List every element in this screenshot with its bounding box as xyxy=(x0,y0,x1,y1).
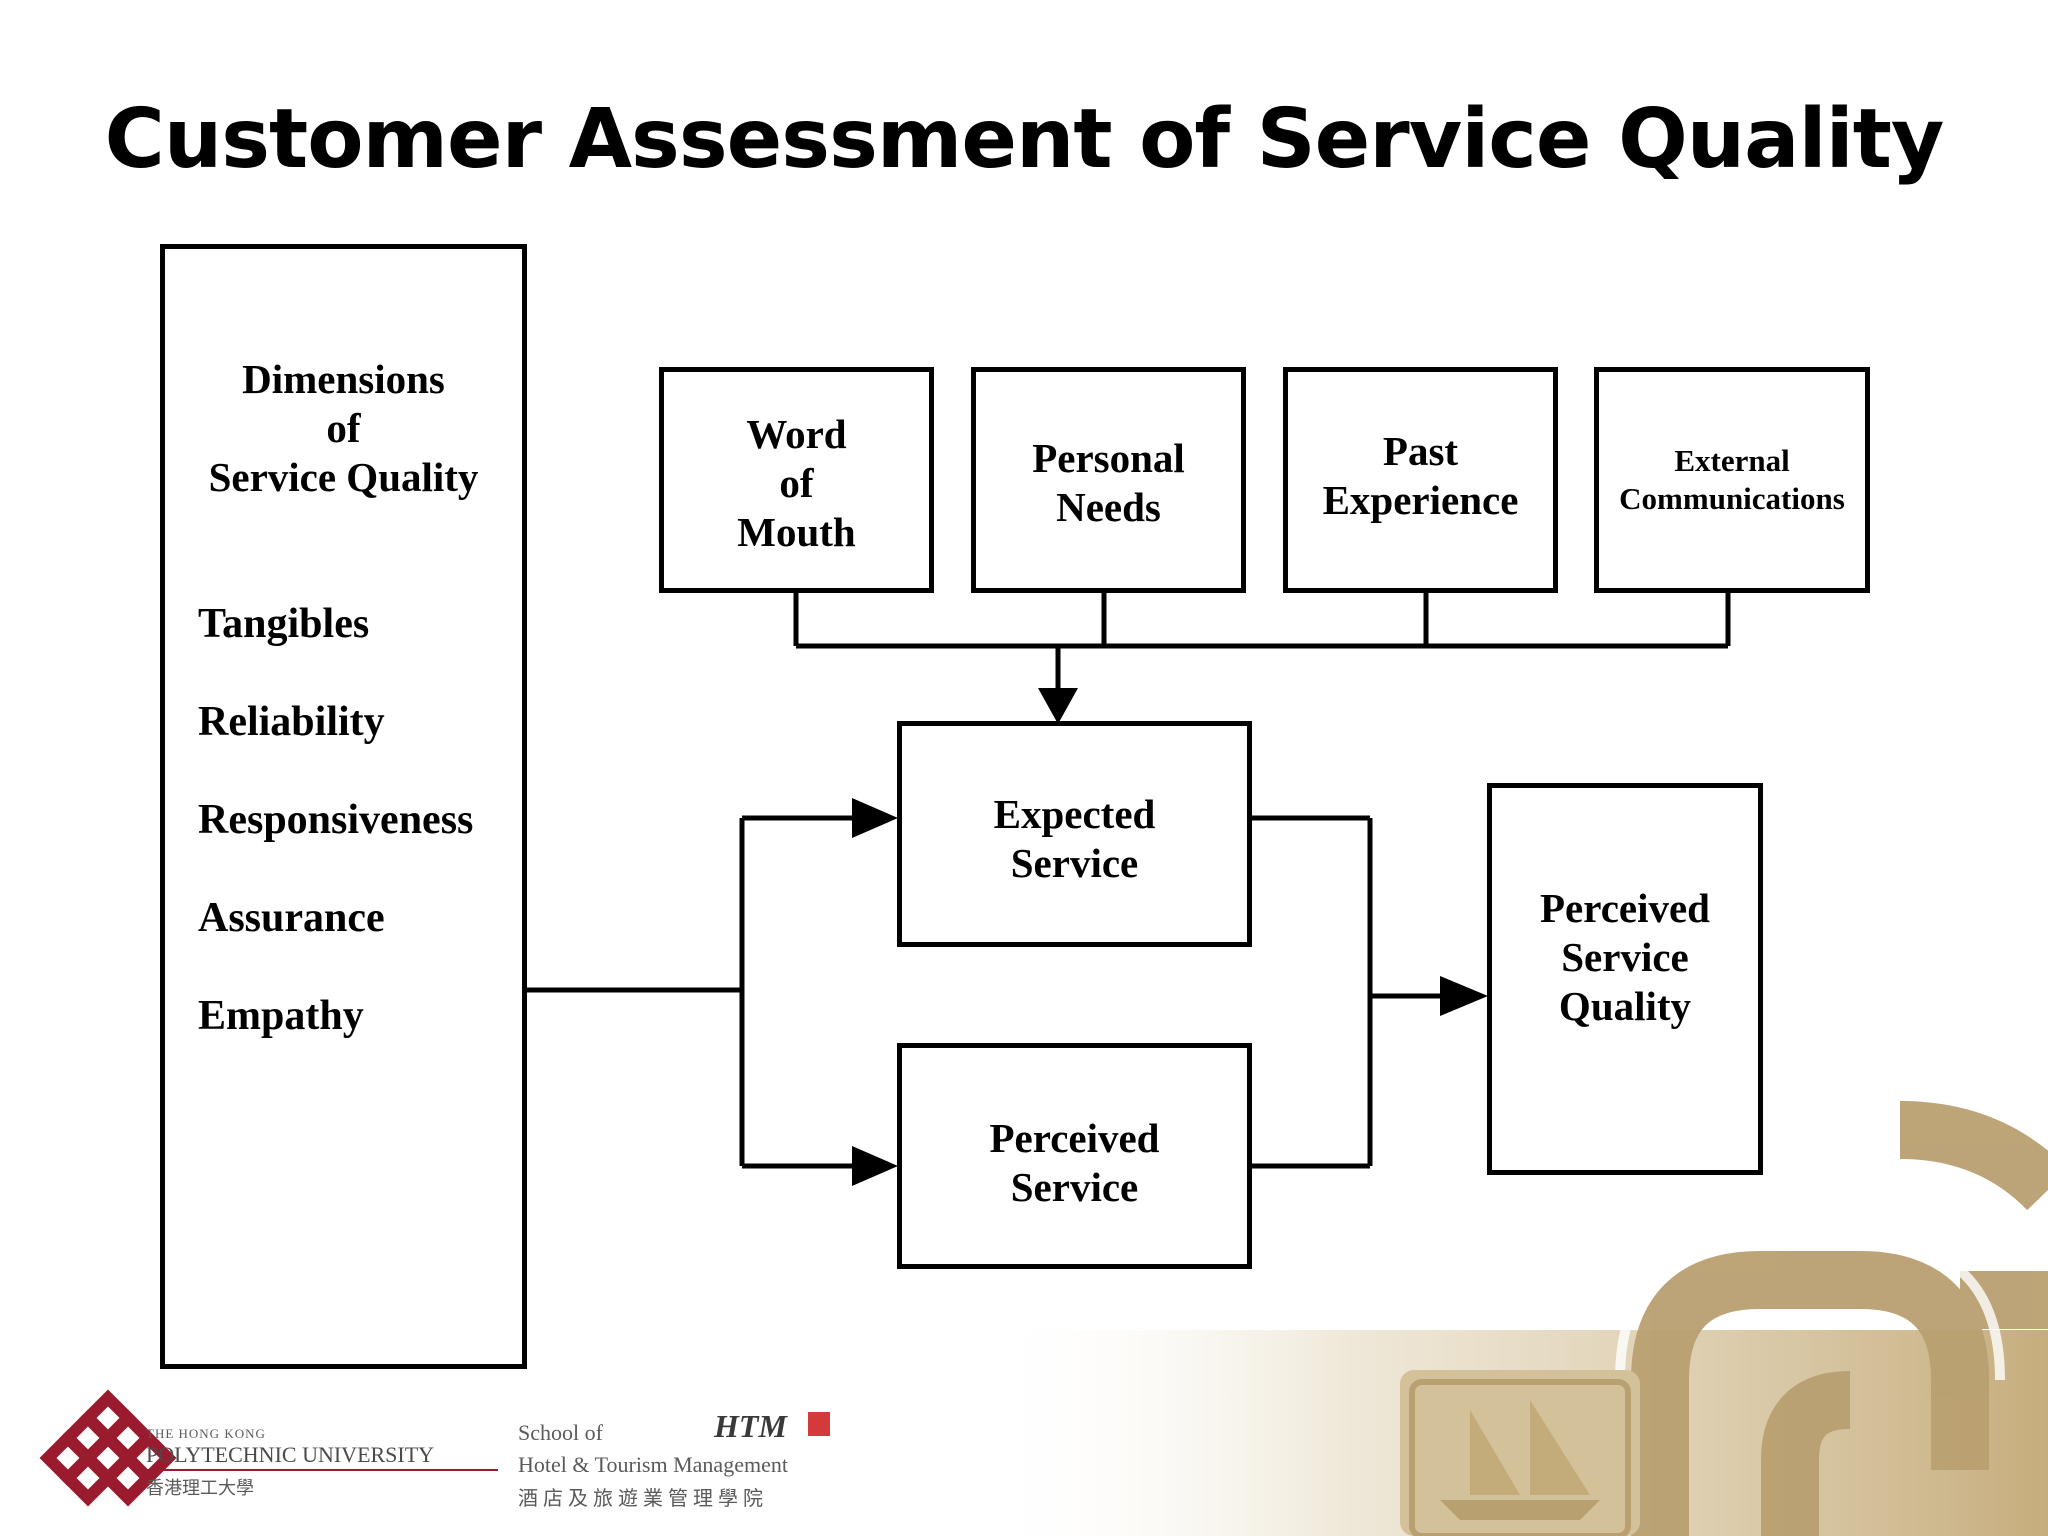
watermark-logo xyxy=(1631,1101,2048,1536)
school-line-1: School of xyxy=(518,1420,603,1445)
source-label-past-experience: Past Experience xyxy=(1322,428,1519,523)
source-label-word-of-mouth: Word of Mouth xyxy=(737,411,856,555)
polyu-logo-icon xyxy=(39,1389,177,1507)
university-small-caption: THE HONG KONG xyxy=(146,1426,266,1441)
arrow-down-expected xyxy=(1038,688,1078,724)
perceived-service-quality-label: Perceived Service Quality xyxy=(1540,885,1710,1029)
school-line-2: Hotel & Tourism Management xyxy=(518,1452,788,1477)
watermark-outline xyxy=(1615,1235,2005,1536)
arrow-right-quality xyxy=(1440,976,1488,1016)
source-box-past-experience: Past Experience xyxy=(1283,367,1558,593)
page-title: Customer Assessment of Service Quality xyxy=(104,92,1945,187)
htm-seal xyxy=(808,1412,830,1436)
dimension-empathy: Empathy xyxy=(198,993,364,1039)
dimension-reliability: Reliability xyxy=(198,699,385,745)
perceived-service-quality-box: Perceived Service Quality xyxy=(1487,783,1763,1175)
source-box-external-communications: External Communications xyxy=(1594,367,1870,593)
source-label-personal-needs: Personal Needs xyxy=(1032,435,1185,530)
source-box-personal-needs: Personal Needs xyxy=(971,367,1246,593)
ship-stamp xyxy=(1400,1370,1640,1536)
arrow-right-expected xyxy=(852,798,898,838)
source-box-word-of-mouth: Word of Mouth xyxy=(659,367,934,593)
expected-service-box: Expected Service xyxy=(897,721,1252,947)
dimensions-heading: Dimensions of Service Quality xyxy=(208,356,479,500)
arrow-right-perceived xyxy=(852,1146,898,1186)
source-label-external-communications: External Communications xyxy=(1619,443,1845,516)
dimension-assurance: Assurance xyxy=(198,895,385,941)
expected-service-label: Expected Service xyxy=(993,791,1156,886)
university-name: POLYTECHNIC UNIVERSITY xyxy=(146,1442,435,1467)
school-chinese-name: 酒 店 及 旅 遊 業 管 理 學 院 xyxy=(518,1488,763,1510)
school-htm-logo: HTM xyxy=(714,1408,787,1444)
perceived-service-label: Perceived Service xyxy=(989,1115,1160,1210)
dimension-tangibles: Tangibles xyxy=(198,601,370,647)
perceived-service-box: Perceived Service xyxy=(897,1043,1252,1269)
dimension-responsiveness: Responsiveness xyxy=(198,797,474,843)
dimensions-box: Dimensions of Service Quality xyxy=(160,244,527,1369)
university-chinese-name: 香港理工大學 xyxy=(146,1478,254,1498)
